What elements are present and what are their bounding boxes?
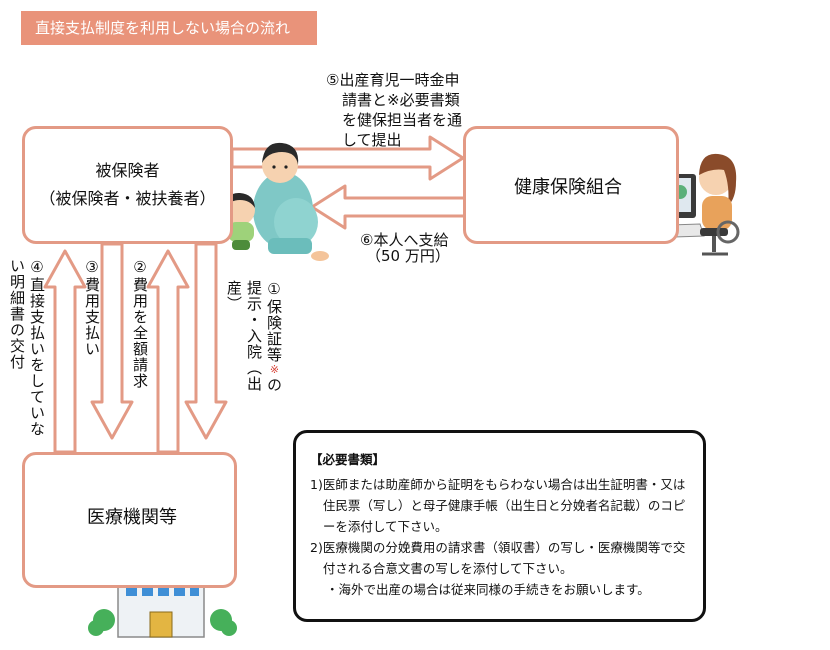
requirements-note: ・海外で出産の場合は従来同様の手続きをお願いします。 [326,582,650,597]
requirement-item: 2) 医療機関の分娩費用の請求書（領収書）の写し・医療機関等で交付される合意文書… [310,540,686,576]
requirements-title: 【必要書類】 [310,452,386,467]
arrow-admission-to-hospital [184,242,228,440]
step5-label: ⑤出産育児一時金申 請書と※必要書類 を健保担当者を通 して提出 [326,71,463,149]
union-label: 健康保険組合 [514,177,622,198]
step4-label: ④直接支払いをしていない明細書の交付 [8,258,46,437]
requirement-item: 1) 医師または助産師から証明をもらわない場合は出生証明書・又は住民票（写し）と… [310,477,686,534]
hospital-label: 医療機関等 [87,507,177,528]
insured-sub-label: （被保険者・被扶養者） [39,189,216,208]
step3-label: ③費用支払い [83,258,101,357]
step1-label: ①保険証等※の提示・入院（出産） [225,280,283,393]
insured-box: 被保険者 （被保険者・被扶養者） [22,126,233,244]
step6-label: ⑥本人へ支給 （50 万円） [360,231,450,265]
requirements-box: 【必要書類】 1) 医師または助産師から証明をもらわない場合は出生証明書・又は住… [293,430,706,622]
arrow-payment-to-hospital [90,242,134,440]
insured-label: 被保険者 [95,161,160,180]
arrow-payment-to-insured [310,184,469,230]
union-box: 健康保険組合 [463,126,679,244]
arrow-bill-to-insured [146,249,190,454]
hospital-box: 医療機関等 [22,452,237,588]
arrow-statement-to-insured [43,249,87,454]
page-title: 直接支払制度を利用しない場合の流れ [21,11,317,45]
note-mark: ※ [268,363,281,377]
step2-label: ②費用を全額請求 [131,258,149,389]
